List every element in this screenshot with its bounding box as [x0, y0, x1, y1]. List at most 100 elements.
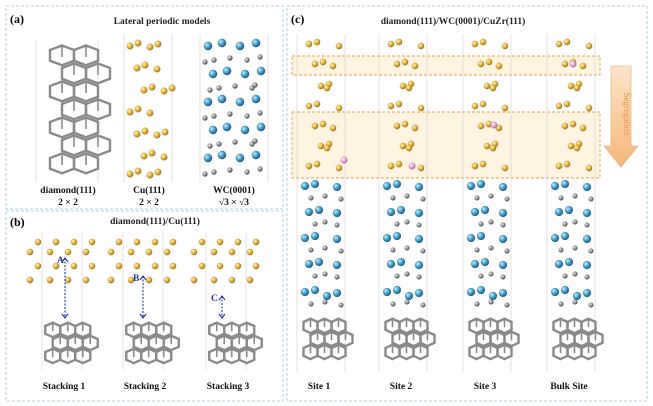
carbon-bond: [302, 343, 312, 350]
carbon-bond: [412, 330, 422, 337]
cu-atom: [64, 248, 72, 256]
cu-atom: [569, 120, 577, 128]
carbon-bond: [580, 317, 590, 324]
carbon-bond: [48, 131, 64, 139]
arrow-head-up: [61, 257, 69, 263]
cu-atom: [46, 276, 54, 284]
cu-atom: [153, 65, 161, 73]
carbon-bond: [503, 341, 513, 348]
tungsten-atom: [414, 208, 424, 218]
carbon-bond: [72, 134, 88, 142]
carbon-bond: [230, 345, 241, 352]
carbon-bond: [125, 332, 135, 339]
carbon-atom: [420, 196, 426, 202]
carbon-bond: [503, 330, 513, 337]
carbon-bond: [398, 330, 408, 337]
model-cell-diamond: 2 × 2: [58, 198, 78, 208]
cu-atom: [154, 168, 162, 176]
cu-atom: [313, 100, 321, 108]
tungsten-atom: [251, 94, 261, 104]
carbon-bond: [412, 328, 422, 335]
cu-atom: [228, 248, 236, 256]
tungsten-atom: [560, 179, 570, 189]
cu-atom: [471, 162, 479, 170]
tungsten-atom: [560, 231, 570, 241]
cu-atom: [126, 170, 134, 178]
carbon-bond: [316, 330, 326, 337]
panel-b-frame: [5, 210, 284, 402]
tungsten-atom: [466, 287, 476, 297]
tungsten-atom: [203, 41, 213, 51]
cu-atom: [405, 144, 413, 152]
carbon-bond: [72, 149, 88, 157]
tungsten-atom: [222, 122, 232, 132]
carbon-atom: [584, 274, 590, 280]
carbon-bond: [566, 317, 576, 324]
diamond-111-model: [35, 40, 112, 182]
carbon-bond: [147, 334, 158, 341]
carbon-bond: [475, 328, 485, 335]
carbon-atom: [572, 271, 578, 277]
cu-atom: [417, 164, 425, 172]
carbon-bond: [147, 358, 158, 365]
cu-atom: [387, 40, 395, 48]
cu-atom: [567, 82, 575, 90]
carbon-bond: [552, 343, 562, 350]
tungsten-atom: [554, 259, 564, 269]
carbon-bond: [468, 343, 478, 350]
carbon-bond: [72, 167, 88, 175]
carbon-bond: [72, 98, 88, 106]
tungsten-atom: [310, 231, 320, 241]
carbon-bond: [412, 354, 422, 361]
carbon-bond: [419, 317, 429, 324]
cu-atom: [46, 248, 54, 256]
model-cell-wc: √3 × √3: [219, 197, 249, 208]
carbon-atom: [207, 87, 213, 93]
carbon-bond: [84, 98, 100, 106]
carbon-bond: [66, 334, 77, 341]
cu-atom: [411, 62, 419, 70]
carbon-bond: [230, 332, 241, 339]
tungsten-atom: [470, 207, 480, 217]
carbon-bond: [482, 343, 492, 350]
carbon-bond: [405, 317, 415, 324]
tungsten-atom: [300, 233, 310, 243]
cu-atom: [335, 164, 343, 172]
carbon-bond: [59, 347, 69, 354]
carbon-atom: [488, 245, 494, 251]
carbon-bond: [96, 149, 112, 157]
carbon-atom: [488, 299, 494, 305]
cu-atom: [563, 100, 571, 108]
carbon-bond: [132, 345, 143, 352]
carbon-bond: [132, 358, 143, 365]
tungsten-atom: [498, 260, 508, 270]
carbon-bond: [81, 332, 92, 339]
carbon-atom: [420, 248, 426, 254]
carbon-atom: [252, 82, 258, 88]
tungsten-atom: [235, 41, 245, 51]
carbon-bond: [84, 59, 100, 67]
site-label-1: Site 1: [308, 382, 331, 392]
carbon-bond: [74, 332, 84, 339]
tungsten-atom: [240, 125, 250, 135]
carbon-bond: [140, 345, 150, 352]
carbon-bond: [323, 354, 333, 361]
carbon-atom: [338, 196, 344, 202]
carbon-bond: [132, 321, 143, 328]
carbon-bond: [468, 328, 478, 335]
carbon-bond: [489, 343, 499, 350]
carbon-bond: [587, 328, 597, 335]
model-name-diamond: diamond(111): [40, 185, 95, 196]
carbon-bond: [74, 334, 84, 341]
carbon-bond: [60, 77, 76, 85]
carbon-bond: [482, 341, 492, 348]
carbon-bond: [44, 332, 54, 339]
cu-atom: [319, 120, 327, 128]
carbon-bond: [132, 332, 143, 339]
tungsten-atom: [550, 181, 560, 191]
carbon-bond: [496, 317, 506, 324]
carbon-bond: [405, 330, 415, 337]
carbon-bond: [344, 341, 354, 348]
carbon-bond: [510, 341, 520, 348]
carbon-atom: [216, 85, 222, 91]
